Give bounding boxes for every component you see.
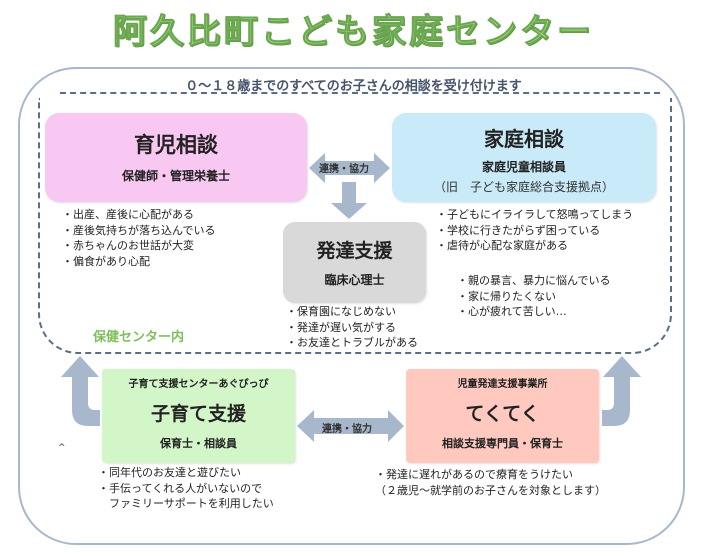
- health-center-label: 保健センター内: [93, 330, 185, 345]
- katei-box: 家庭相談 家庭児童相談員 （旧 子ども家庭総合支援拠点）: [392, 113, 656, 202]
- list-item: ・発達が遅い気がする: [286, 320, 396, 334]
- tekuteku-box: 児童発達支援事業所 てくてく 相談支援専門員・保育士: [406, 369, 599, 463]
- kosodate-list: ・同年代のお友達と遊びたい ・手伝ってくれる人がいないので ファミリーサポートを…: [98, 465, 274, 512]
- list-item: （２歳児～就学前のお子さんを対象とします）: [375, 483, 606, 497]
- katei-note: （旧 子ども家庭総合支援拠点）: [433, 180, 614, 194]
- list-item: ・子どもにイライラして怒鳴ってしまう: [436, 208, 634, 221]
- katei-list: ・子どもにイライラして怒鳴ってしまう ・学校に行きたがらず困っている ・虐待が心…: [436, 207, 633, 254]
- kosodate-box: 子育て支援センターあぐぴっぴ 子育て支援 保育士・相談員: [102, 369, 295, 463]
- hattatsu-staff: 臨床心理士: [324, 273, 385, 287]
- tekuteku-caption: 児童発達支援事業所: [457, 379, 548, 390]
- tekuteku-staff: 相談支援専門員・保育士: [442, 437, 563, 450]
- dashed-divider: [60, 92, 660, 94]
- list-item: ・保育園になじめない: [286, 305, 396, 318]
- list-item: ・お友達とトラブルがある: [286, 336, 418, 350]
- health-center-region: [38, 98, 672, 354]
- list-item: ・発達に遅れがあるので療育をうけたい: [375, 468, 573, 481]
- kosodate-staff: 保育士・相談員: [160, 437, 237, 450]
- list-item: ・同年代のお友達と遊びたい: [98, 466, 241, 479]
- page-title: 阿久比町こども家庭センター: [113, 12, 594, 53]
- list-item: ファミリーサポートを利用したい: [98, 497, 274, 511]
- list-item: ・手伝ってくれる人がいないので: [98, 481, 263, 495]
- katei-title: 家庭相談: [484, 127, 564, 151]
- link-label-top: 連携・協力: [319, 164, 369, 175]
- list-item: ・出産、産後に心配がある: [62, 208, 194, 221]
- subtitle: ０～１８歳までのすべてのお子さんの相談を受け付けます: [185, 79, 522, 94]
- tekuteku-list: ・発達に遅れがあるので療育をうけたい （２歳児～就学前のお子さんを対象とします）: [375, 467, 606, 498]
- double-arrow-bottom: [297, 410, 404, 442]
- list-item: ・赤ちゃんのお世話が大変: [62, 239, 194, 253]
- stray-mark: ^: [58, 443, 66, 453]
- list-item: ・家に帰りたくない: [457, 289, 556, 303]
- outer-frame: [18, 67, 685, 545]
- katei-staff: 家庭児童相談員: [481, 160, 566, 174]
- hattatsu-box: 発達支援 臨床心理士: [283, 222, 426, 303]
- list-item: ・虐待が心配な家庭がある: [436, 239, 568, 253]
- down-arrow-center: [331, 182, 367, 219]
- list-item: ・産後気持ちが落ち込んでいる: [62, 223, 216, 237]
- kosodate-caption: 子育て支援センターあぐぴっぴ: [128, 379, 269, 390]
- list-item: ・親の暴言、暴力に悩んでいる: [457, 274, 611, 287]
- up-arrow-left: [61, 356, 100, 426]
- link-label-bottom: 連携・協力: [322, 424, 372, 435]
- ikuji-staff: 保健師・管理栄養士: [121, 169, 230, 183]
- ikuji-title: 育児相談: [134, 133, 218, 157]
- up-arrow-right: [602, 356, 641, 426]
- ikuji-list: ・出産、産後に心配がある ・産後気持ちが落ち込んでいる ・赤ちゃんのお世話が大変…: [62, 207, 215, 269]
- list-item: ・学校に行きたがらず困っている: [436, 223, 601, 237]
- hattatsu-list: ・保育園になじめない ・発達が遅い気がする ・お友達とトラブルがある: [286, 304, 418, 351]
- double-arrow-top: [309, 153, 390, 183]
- kosodate-title: 子育て支援: [150, 403, 246, 425]
- katei-list-2: ・親の暴言、暴力に悩んでいる ・家に帰りたくない ・心が疲れて苦しい…: [457, 273, 610, 320]
- ikuji-box: 育児相談 保健師・管理栄養士: [45, 113, 307, 202]
- tekuteku-title: てくてく: [465, 403, 540, 425]
- list-item: ・偏食があり心配: [62, 254, 150, 268]
- hattatsu-title: 発達支援: [316, 240, 393, 262]
- list-item: ・心が疲れて苦しい…: [457, 305, 567, 319]
